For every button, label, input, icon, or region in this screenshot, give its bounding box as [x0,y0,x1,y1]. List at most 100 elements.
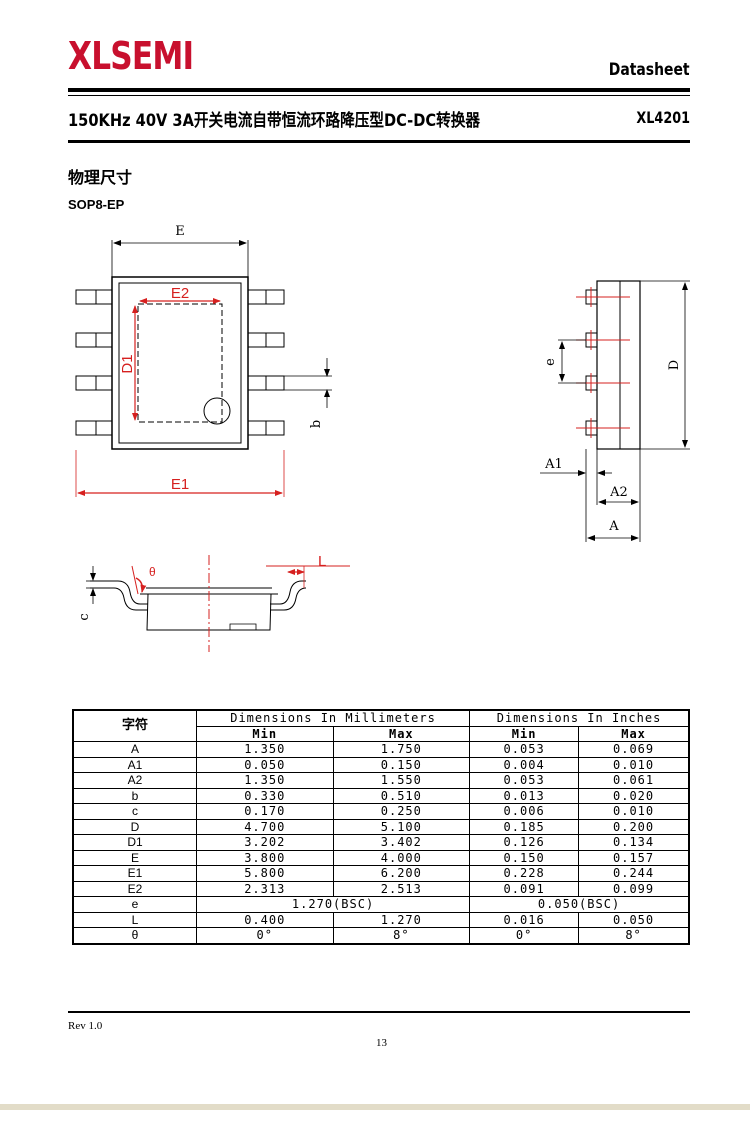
revision-label: Rev 1.0 [68,1020,103,1032]
value-cell-mm-max: 0.250 [332,803,471,820]
part-number: XL4201 [636,108,690,127]
dim-label-c: c [77,613,92,620]
value-cell-mm-min: 3.202 [196,834,334,851]
value-cell-in-min: 0.126 [469,834,580,851]
group-header-in: Dimensions In Inches [469,709,690,727]
value-cell-mm-max: 4.000 [332,849,471,866]
value-cell-mm-min: 2.313 [196,880,334,897]
dim-label-A1: A1 [544,457,563,472]
value-cell-mm-max: 1.550 [332,772,471,789]
dim-label-L: L [318,553,326,570]
symbol-cell: D1 [72,834,197,851]
value-cell-in-max: 8° [578,927,690,944]
symbol-cell: b [72,787,197,804]
value-cell-in-min: 0.053 [469,772,580,789]
dim-label-E1: E1 [171,476,189,493]
value-cell-mm-bsc: 1.270(BSC) [195,896,471,913]
value-cell-mm-max: 8° [332,927,471,944]
value-cell-in-max: 0.010 [578,756,690,773]
value-cell-mm-min: 1.350 [196,741,334,758]
doc-type-label: Datasheet [609,60,690,80]
value-cell-mm-max: 3.402 [332,834,471,851]
value-cell-mm-min: 0.050 [196,756,334,773]
col-header-in-min: Min [469,725,580,742]
value-cell-in-min: 0.016 [469,911,580,928]
symbol-header: 字符 [72,709,197,742]
value-cell-in-max: 0.020 [578,787,690,804]
package-drawing: E E2 D1 E1 b [75,224,690,652]
symbol-cell: E [72,849,197,866]
value-cell-in-max: 0.061 [578,772,690,789]
symbol-cell: E2 [72,880,197,897]
value-cell-mm-max: 6.200 [332,865,471,882]
symbol-cell: E1 [72,865,197,882]
front-view: c θ L [77,553,350,652]
value-cell-mm-max: 0.150 [332,756,471,773]
value-cell-in-min: 0° [469,927,580,944]
page-number: 13 [376,1037,387,1049]
value-cell-in-min: 0.091 [469,880,580,897]
header-rule [68,88,690,92]
dim-label-E: E [175,224,185,239]
value-cell-in-max: 0.010 [578,803,690,820]
symbol-cell: D [72,818,197,835]
dim-label-b: b [309,420,324,428]
value-cell-in-min: 0.013 [469,787,580,804]
col-header-mm-min: Min [196,725,334,742]
value-cell-in-max: 0.157 [578,849,690,866]
col-header-in-max: Max [578,725,690,742]
bottom-band [0,1104,750,1110]
symbol-cell: A [72,741,197,758]
company-logo: XLSEMI [68,34,194,78]
symbol-cell: A1 [72,756,197,773]
symbol-cell: c [72,803,197,820]
value-cell-mm-max: 1.270 [332,911,471,928]
group-header-mm: Dimensions In Millimeters [195,709,471,727]
value-cell-in-min: 0.228 [469,865,580,882]
top-view: E E2 D1 E1 b [75,224,332,497]
side-view: e D A1 A2 A [540,280,690,542]
value-cell-mm-max: 0.510 [332,787,471,804]
dim-label-A2: A2 [609,485,628,500]
value-cell-mm-min: 1.350 [196,772,334,789]
symbol-cell: A2 [72,772,197,789]
package-name: SOP8-EP [68,197,125,212]
value-cell-in-max: 0.200 [578,818,690,835]
doc-title: 150KHz 40V 3A开关电流自带恒流环路降压型DC-DC转换器 [68,111,480,131]
value-cell-mm-min: 0.330 [196,787,334,804]
value-cell-in-min: 0.185 [469,818,580,835]
value-cell-mm-min: 0.400 [196,911,334,928]
value-cell-mm-min: 0.170 [196,803,334,820]
value-cell-mm-min: 0° [196,927,334,944]
value-cell-mm-min: 4.700 [196,818,334,835]
value-cell-in-min: 0.006 [469,803,580,820]
col-header-mm-max: Max [332,725,471,742]
value-cell-mm-max: 1.750 [332,741,471,758]
value-cell-in-max: 0.069 [578,741,690,758]
dimensions-table: 字符 Dimensions In Millimeters Dimensions … [72,709,690,945]
value-cell-in-min: 0.004 [469,756,580,773]
dim-label-D: D [667,360,682,370]
symbol-cell: L [72,911,197,928]
value-cell-in-max: 0.134 [578,834,690,851]
value-cell-mm-min: 3.800 [196,849,334,866]
symbol-cell: θ [72,927,197,944]
value-cell-in-min: 0.150 [469,849,580,866]
footer-rule [68,1011,690,1013]
value-cell-in-max: 0.244 [578,865,690,882]
dim-label-e: e [543,358,558,366]
value-cell-in-min: 0.053 [469,741,580,758]
section-title: 物理尺寸 [68,170,133,187]
title-rule [68,140,690,143]
